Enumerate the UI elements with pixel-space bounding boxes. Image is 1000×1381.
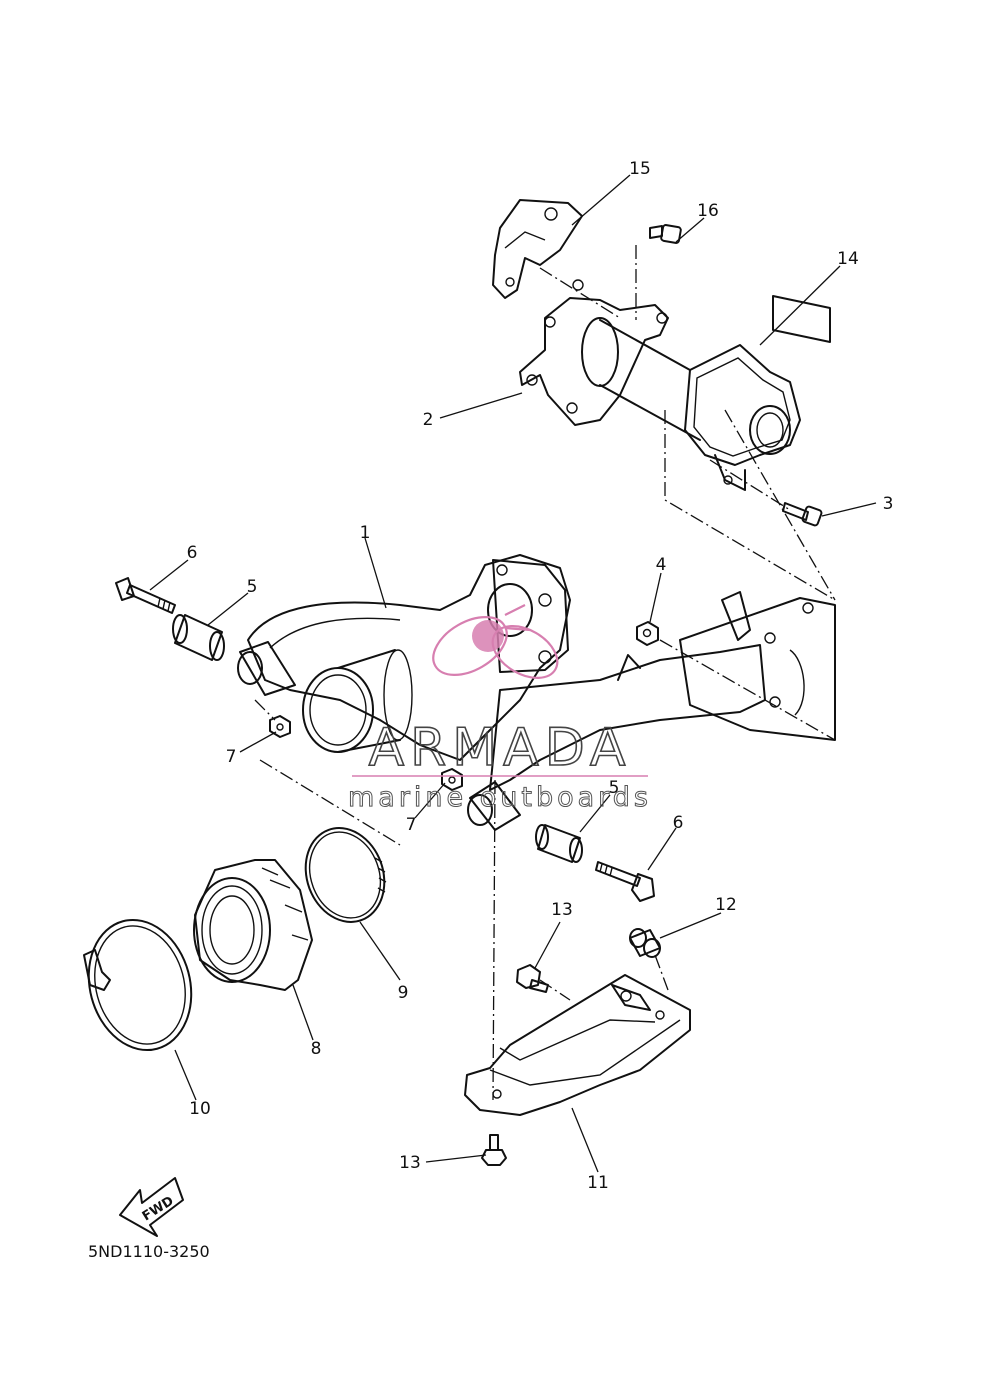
part-10-hose-clamp [83, 918, 193, 1052]
part-3-bolt [782, 502, 823, 527]
callout-13-upper: 13 [551, 900, 573, 920]
callout-15: 15 [629, 159, 651, 179]
assembly-lines [254, 245, 836, 1101]
part-6-lower-bolt [595, 861, 655, 902]
part-7-left-nut [269, 715, 291, 738]
callout-5-upper: 5 [247, 577, 258, 597]
part-5-lower-bushing [535, 824, 583, 863]
watermark: ARMADA marine outboards [347, 604, 652, 814]
callout-13-lower: 13 [399, 1153, 421, 1173]
part-15-bracket [492, 199, 583, 299]
part-7-right-nut [441, 768, 463, 791]
part-13-upper-screw [516, 964, 549, 993]
callouts: 15 16 14 2 3 1 6 5 4 7 7 5 6 13 12 9 8 1… [187, 159, 894, 1193]
callout-7-left: 7 [226, 747, 237, 767]
callout-7-right: 7 [406, 815, 417, 835]
part-4-nut [636, 621, 659, 646]
callout-10: 10 [189, 1099, 211, 1119]
callout-11: 11 [587, 1173, 609, 1193]
leader-lines [149, 174, 877, 1173]
callout-5-lower: 5 [609, 778, 620, 798]
part-14-label-plate [772, 295, 831, 343]
callout-3: 3 [883, 494, 894, 514]
part-9-ring [304, 827, 387, 923]
callout-1: 1 [360, 523, 371, 543]
watermark-subtitle: marine outboards [348, 782, 652, 813]
callout-6-lower: 6 [673, 813, 684, 833]
part-6-upper-bolt [115, 577, 176, 614]
callout-9: 9 [398, 983, 409, 1003]
fwd-arrow: FWD [119, 1177, 184, 1237]
part-2-housing [519, 279, 801, 491]
callout-4: 4 [656, 555, 667, 575]
part-11-skid-plate [464, 974, 691, 1116]
diagram-code: 5ND1110-3250 [88, 1242, 210, 1261]
part-13-lower-screw [481, 1134, 507, 1166]
part-12-rubber-mount [629, 928, 661, 958]
part-5-upper-bushing [172, 614, 225, 661]
callout-6-upper: 6 [187, 543, 198, 563]
callout-8: 8 [311, 1039, 322, 1059]
callout-14: 14 [837, 249, 859, 269]
watermark-title: ARMADA [369, 718, 632, 778]
part-8-boot [193, 859, 313, 991]
callout-2: 2 [423, 410, 434, 430]
part-16-bolt [649, 224, 682, 244]
callout-16: 16 [697, 201, 719, 221]
callout-12: 12 [715, 895, 737, 915]
watermark-logo [432, 604, 559, 679]
